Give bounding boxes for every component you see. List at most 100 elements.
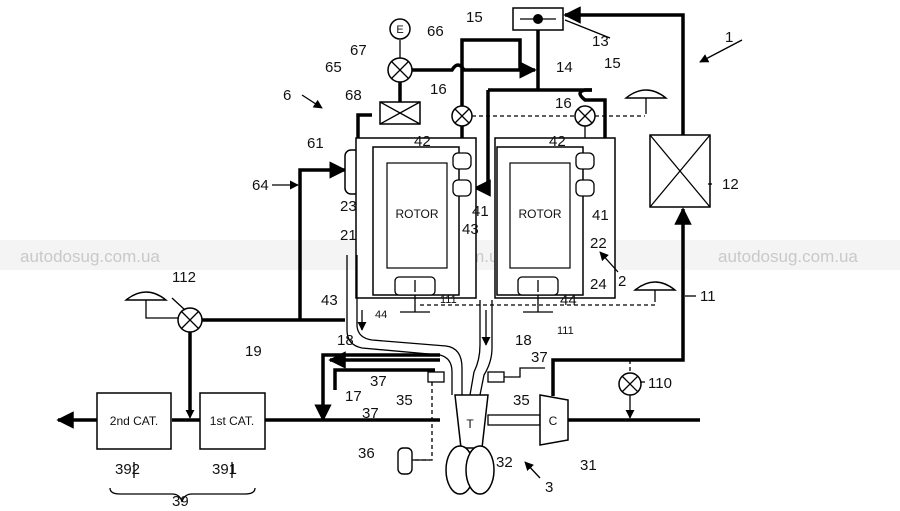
ref-22: 22: [590, 235, 607, 252]
ref-39: 39: [172, 493, 189, 506]
ref-43-right: 43: [462, 221, 479, 238]
brace-ticks: [133, 462, 233, 478]
brace-39: [109, 487, 256, 503]
first-catalyst-label: 1st CAT.: [210, 414, 254, 428]
component-68-cross: [379, 101, 421, 125]
control-line-36: [405, 382, 433, 461]
plug-111-left: [400, 295, 430, 313]
ref-6: 6: [283, 87, 291, 104]
exhaust-runner-left-outer: [346, 255, 453, 395]
compressor-label: C: [549, 414, 558, 428]
pipe-66: [412, 61, 537, 79]
turbo-shaft: [487, 414, 541, 426]
watermark-left: autodosug.com.ua: [20, 247, 160, 266]
intake-runner-right: [578, 88, 614, 197]
ref-61: 61: [307, 135, 324, 152]
ref-15-right: 15: [604, 55, 621, 72]
ref-42-right: 42: [549, 133, 566, 150]
ref-68: 68: [345, 87, 362, 104]
pipe-11: [551, 207, 692, 396]
ref-37-right: 37: [531, 349, 548, 366]
ref-23: 23: [340, 198, 357, 215]
compressor-body: [539, 394, 569, 446]
ref-41-right: 41: [592, 207, 609, 224]
actuator-top-right-icon: [624, 89, 668, 99]
bypass-line-37: [333, 368, 435, 390]
ref-16-left: 16: [430, 81, 447, 98]
actuator-11-icon: [633, 281, 677, 291]
intake-pipe-to-throttle: [563, 6, 685, 135]
ref-32: 32: [496, 454, 513, 471]
injector-41-right: [575, 179, 595, 197]
valve-110-cross: [621, 375, 639, 393]
rotor-left-box: [386, 162, 448, 269]
electric-source-icon: [389, 18, 411, 40]
turbine-scroll-right: [465, 445, 495, 495]
rotor-left-label: ROTOR: [395, 207, 438, 221]
leader-13: [564, 19, 611, 39]
intercooler-12-cross: [649, 134, 711, 208]
leader-1: [699, 39, 743, 63]
ref-110: 110: [648, 375, 672, 392]
turbine-label: T: [466, 417, 474, 431]
ref-3: 3: [545, 479, 553, 496]
ref-31: 31: [580, 457, 597, 474]
ref-14: 14: [556, 59, 573, 76]
valve-112-cross-icon: [180, 310, 200, 330]
injector-41-left: [452, 179, 472, 197]
wastegate-35-right: [487, 371, 505, 383]
ref-41-left: 41: [472, 203, 489, 220]
ref-2: 2: [618, 273, 626, 290]
wastegate-35-left: [427, 371, 445, 383]
watermark-right: autodosug.com.ua: [718, 247, 858, 266]
ref-35-left: 35: [396, 392, 413, 409]
ref-35-right: 35: [513, 392, 530, 409]
leader-2: [599, 251, 619, 273]
ref-42-left: 42: [414, 133, 431, 150]
injector-42-right: [575, 152, 595, 170]
ref-64: 64: [252, 177, 269, 194]
ref-44-left: 44: [375, 309, 387, 321]
ref-44-right: 44: [560, 292, 577, 309]
ref-66: 66: [427, 23, 444, 40]
valve-67-cross-icon: [390, 60, 410, 80]
ref-37-left: 37: [370, 373, 387, 390]
ref-111-left: 111: [440, 294, 457, 306]
pipe-64: [298, 161, 347, 320]
ref-15-top: 15: [466, 9, 483, 26]
ref-19: 19: [245, 343, 262, 360]
ref-392: 392: [115, 461, 140, 478]
ref-16-right: 16: [555, 95, 572, 112]
wastegate-37-right-link: [504, 367, 545, 378]
ref-65: 65: [325, 59, 342, 76]
actuator-112-icon: [124, 291, 168, 301]
exhaust-runner-right-outer: [479, 300, 493, 396]
injector-42-left: [452, 152, 472, 170]
ref-111-right: 111: [557, 325, 574, 337]
leader-112: [171, 297, 186, 311]
actuator-36-icon: [397, 447, 413, 475]
ref-13: 13: [592, 33, 609, 50]
valve-16-right-cross: [577, 108, 593, 124]
ref-21: 21: [340, 227, 357, 244]
ref-12: 12: [722, 176, 739, 193]
ref-67: 67: [350, 42, 367, 59]
ref-1: 1: [725, 29, 733, 46]
intake-runner-left: [473, 90, 491, 197]
rotor-right-box: [509, 162, 571, 269]
ref-391: 391: [212, 461, 237, 478]
second-catalyst-box: [96, 392, 172, 450]
actuator-112-rod: [145, 300, 178, 319]
ref-24: 24: [590, 276, 607, 293]
leader-6: [301, 94, 323, 109]
ref-43-left: 43: [321, 292, 338, 309]
ref-36: 36: [358, 445, 375, 462]
rotor-right-label: ROTOR: [518, 207, 561, 221]
exhaust-runner-left-inner: [356, 255, 463, 395]
ref-18-right: 18: [515, 332, 532, 349]
first-catalyst-box: [199, 392, 266, 450]
ref-11: 11: [700, 288, 716, 305]
pipe-15-left: [460, 38, 522, 148]
